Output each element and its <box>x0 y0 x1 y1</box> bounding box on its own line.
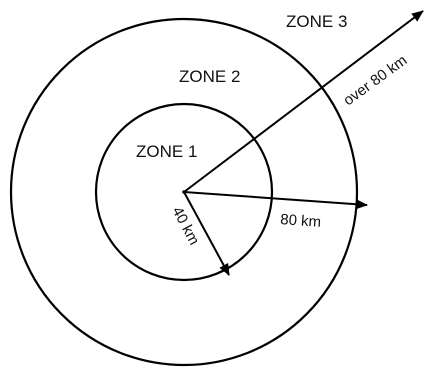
arrow-40km <box>183 191 230 276</box>
distance-label-40km: 40 km <box>168 204 202 248</box>
zone-1-label: ZONE 1 <box>136 142 197 161</box>
outer-circle-zone-2-boundary <box>9 17 359 367</box>
zone-2-label: ZONE 2 <box>179 67 240 86</box>
distance-label-80km: 80 km <box>280 211 322 231</box>
distance-label-over-80km: over 80 km <box>340 52 410 109</box>
zone-3-label: ZONE 3 <box>286 12 347 31</box>
inner-circle-zone-1-boundary <box>94 102 274 282</box>
arrow-80km <box>183 191 368 210</box>
arrow-over-80km <box>183 10 424 193</box>
